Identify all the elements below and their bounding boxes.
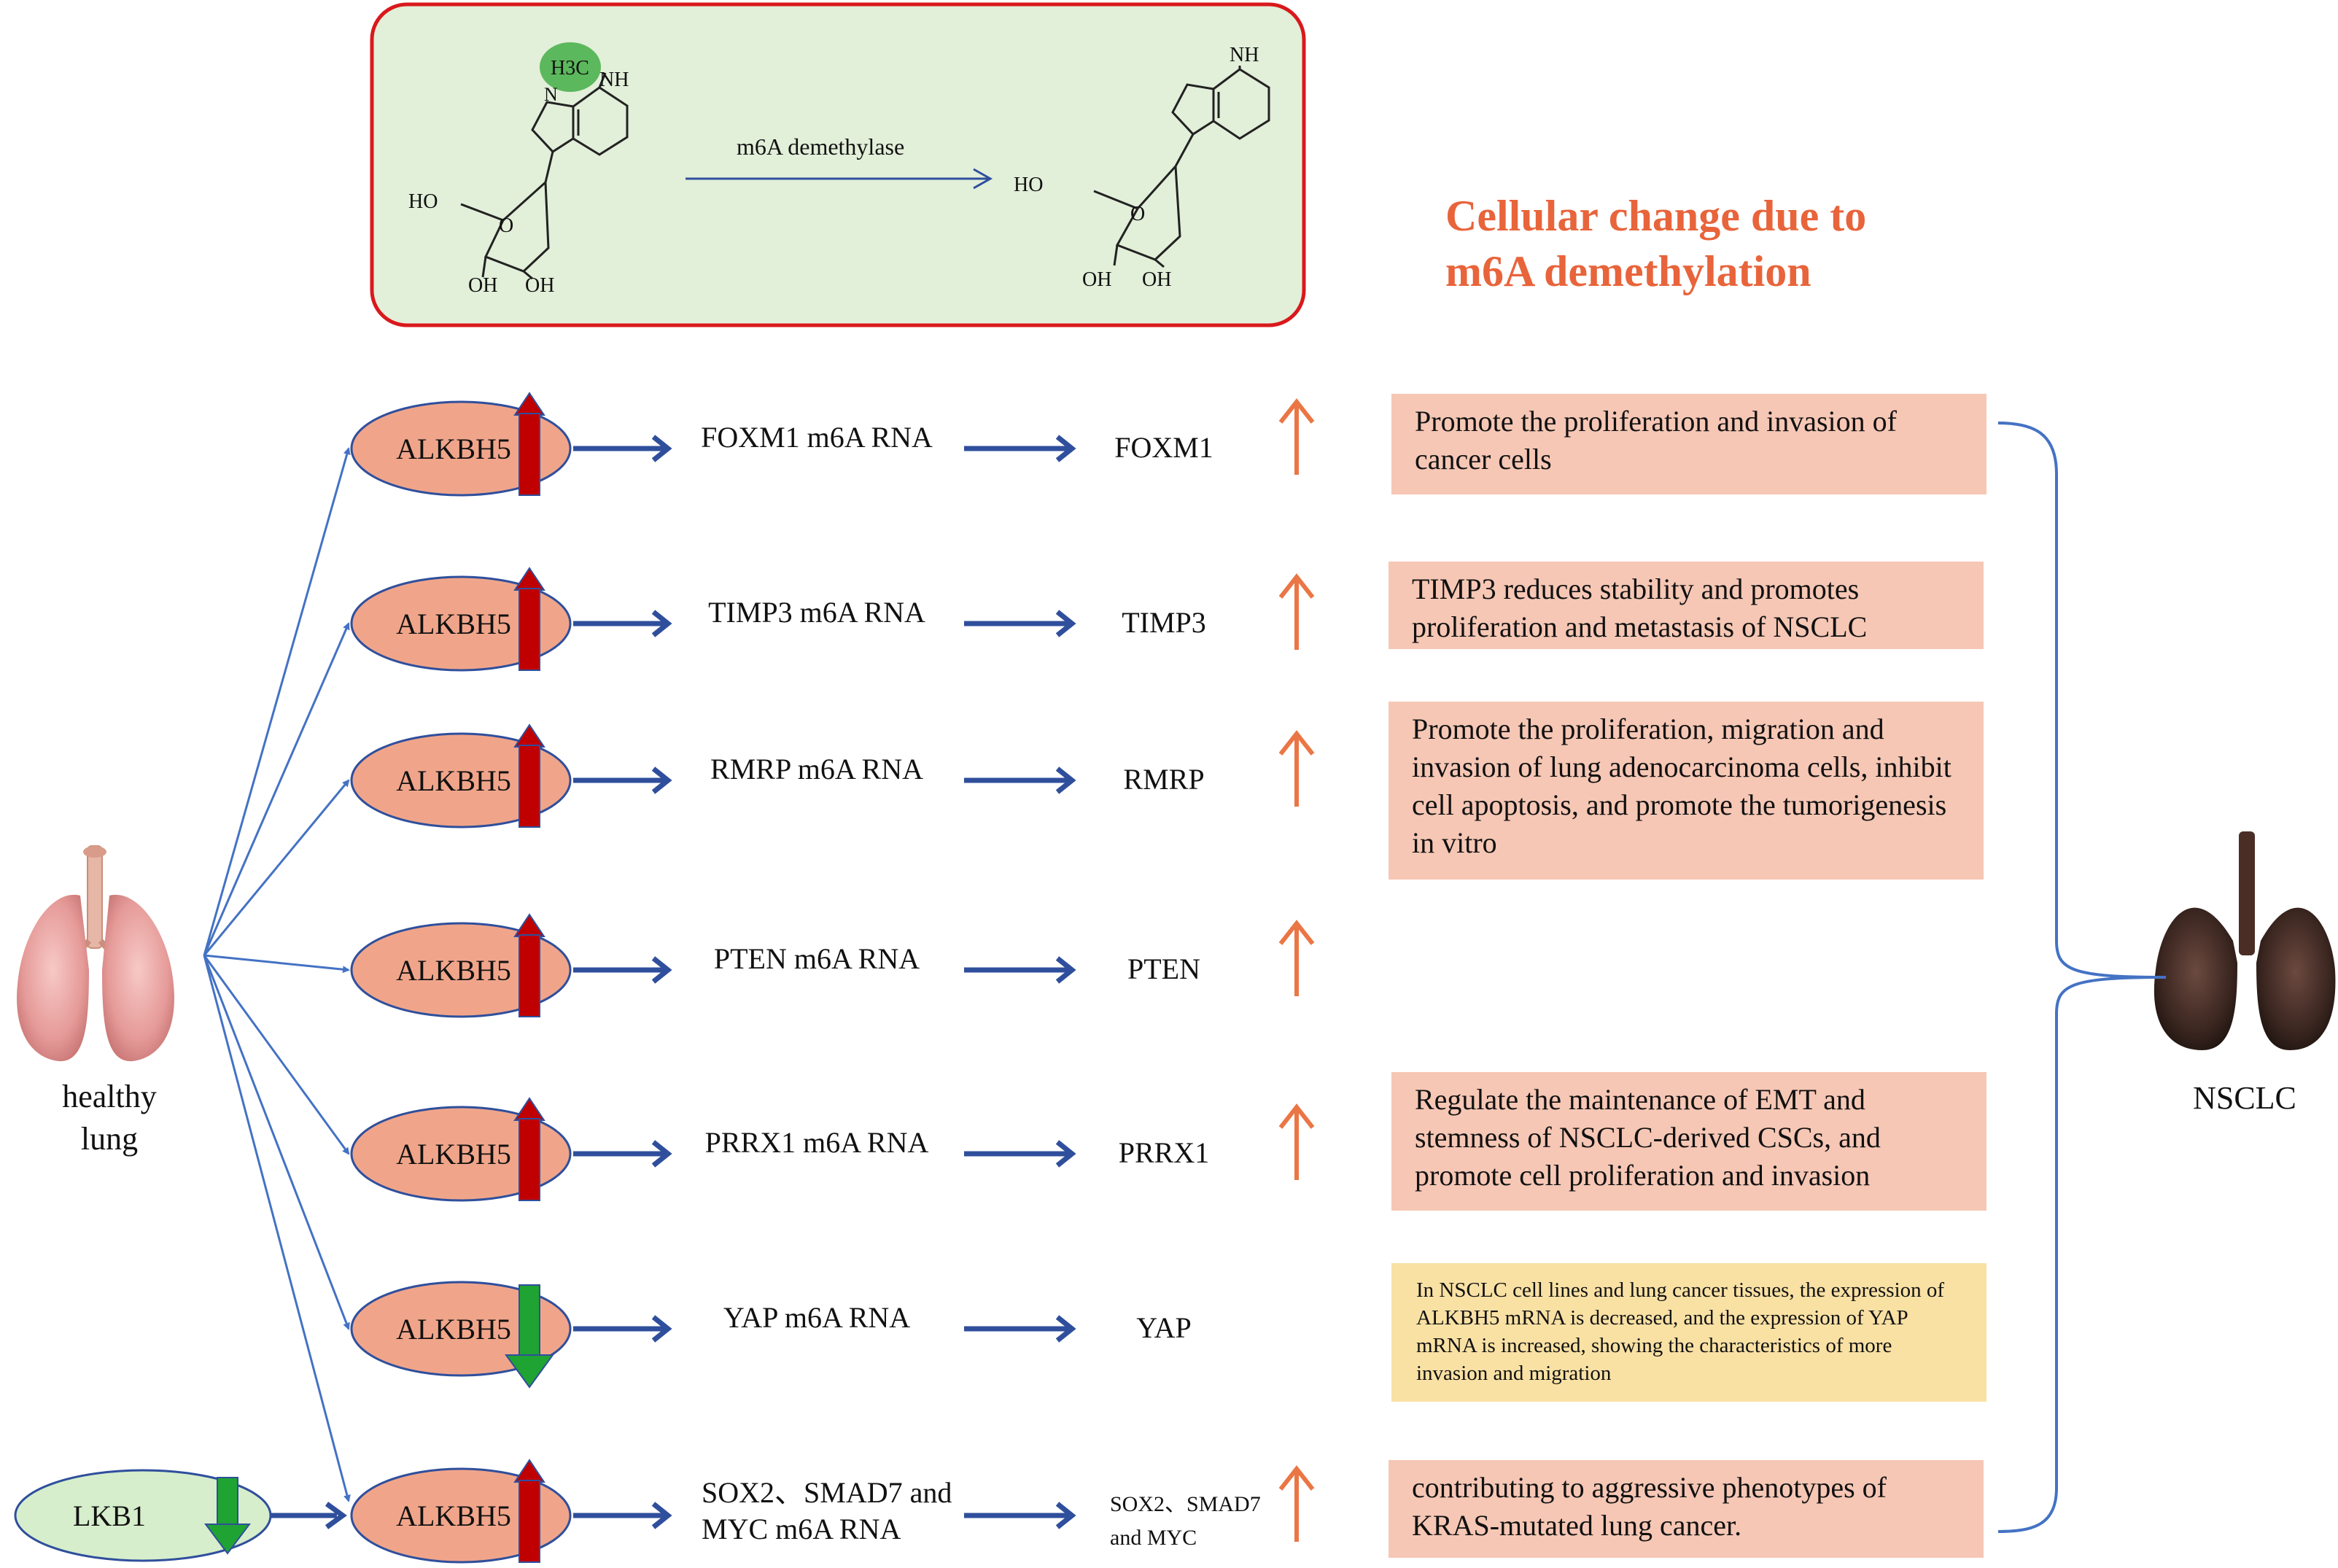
healthy-lung-label-line2: lung: [81, 1121, 138, 1157]
increase-arrow-icon: [1278, 730, 1315, 807]
up-arrow-icon: [513, 913, 545, 1017]
effect-box: Regulate the maintenance of EMT and stem…: [1391, 1072, 1986, 1211]
right-ho-label: HO: [1014, 174, 1043, 196]
effect-box: Promote the proliferation, migration and…: [1389, 702, 1984, 880]
alkbh5-node: [350, 1467, 572, 1564]
alkbh5-label: ALKBH5: [396, 1499, 511, 1532]
adenosine-structure: [1093, 66, 1270, 268]
rna-label: PRRX1 m6A RNA: [705, 1126, 929, 1159]
alkbh5-label: ALKBH5: [396, 608, 511, 640]
pathway-row: ALKBH5 RMRP m6A RNA RMRP: [350, 723, 1315, 828]
alkbh5-label: ALKBH5: [396, 432, 511, 465]
target-label: PTEN: [1127, 952, 1200, 985]
left-nh-label: NH: [599, 69, 629, 91]
n6-methyladenosine-structure: [460, 42, 629, 280]
alkbh5-node: [350, 922, 572, 1018]
title-line2: m6A demethylation: [1445, 247, 1811, 295]
title-line1: Cellular change due to: [1445, 192, 1867, 240]
alkbh5-label: ALKBH5: [396, 1138, 511, 1171]
increase-arrow-icon: [1278, 1103, 1315, 1180]
alkbh5-label: ALKBH5: [396, 1313, 511, 1346]
effect-box: In NSCLC cell lines and lung cancer tiss…: [1391, 1263, 1986, 1402]
branch-line: [203, 955, 350, 1155]
target-label: RMRP: [1123, 763, 1204, 796]
rna-label: YAP m6A RNA: [723, 1301, 910, 1334]
healthy-lung-label-line1: healthy: [62, 1079, 157, 1114]
target-label: TIMP3: [1122, 606, 1206, 639]
methyl-group-label: H3C: [551, 57, 589, 79]
pathway-row: ALKBH5 TIMP3 m6A RNA TIMP3: [350, 567, 1315, 672]
healthy-lung-icon: [17, 845, 174, 1062]
branch-line: [203, 779, 350, 956]
up-arrow-icon: [513, 1459, 545, 1563]
alkbh5-label: ALKBH5: [396, 764, 511, 797]
up-arrow-icon: [513, 567, 545, 671]
alkbh5-node: [350, 732, 572, 828]
alkbh5-node: [350, 1281, 572, 1377]
up-arrow-icon: [513, 723, 545, 828]
rna-label: MYC m6A RNA: [702, 1513, 901, 1545]
pathway-row: ALKBH5 YAP m6A RNA YAP: [350, 1281, 1192, 1389]
up-arrow-icon: [513, 392, 545, 496]
right-nh-label: NH: [1230, 44, 1259, 66]
left-n-label: N: [544, 84, 558, 105]
lkb1-node: LKB1: [14, 1469, 272, 1562]
right-oh2-label: OH: [1142, 268, 1171, 291]
rna-label: FOXM1 m6A RNA: [701, 421, 933, 454]
left-oh1-label: OH: [468, 274, 497, 297]
right-oh1-label: OH: [1082, 268, 1111, 291]
target-label: PRRX1: [1119, 1136, 1210, 1169]
left-oh2-label: OH: [525, 274, 554, 297]
right-o-label: O: [1130, 203, 1145, 225]
rna-label: SOX2、SMAD7 and: [702, 1476, 952, 1509]
diagram-title: Cellular change due to m6A demethylation: [1445, 188, 2000, 299]
alkbh5-node: [350, 400, 572, 497]
target-label: SOX2、SMAD7: [1110, 1492, 1261, 1516]
target-label: YAP: [1136, 1311, 1192, 1344]
increase-arrow-icon: [1278, 573, 1315, 650]
nsclc-lung-icon: [2153, 831, 2336, 1050]
effect-box: Promote the proliferation and invasion o…: [1391, 394, 1986, 494]
reaction-panel: H3C NH HO OH OH O N m6A demethylase NH H…: [370, 2, 1306, 327]
effect-box: contributing to aggressive phenotypes of…: [1389, 1460, 1984, 1558]
down-arrow-icon: [505, 1284, 554, 1389]
branch-line: [203, 955, 351, 1502]
branch-line: [203, 955, 350, 1330]
branch-line: [203, 954, 350, 974]
lkb1-label: LKB1: [73, 1499, 146, 1532]
pathway-row: ALKBH5 PTEN m6A RNA PTEN: [350, 913, 1315, 1018]
up-arrow-icon: [513, 1097, 545, 1201]
lkb1-down-arrow-icon: [204, 1477, 251, 1555]
increase-arrow-icon: [1278, 1465, 1315, 1542]
pathway-row: ALKBH5 PRRX1 m6A RNA PRRX1: [350, 1097, 1315, 1202]
branch-lines: [203, 447, 351, 1502]
target-label: and MYC: [1110, 1526, 1197, 1550]
branch-line: [203, 622, 350, 956]
increase-arrow-icon: [1278, 398, 1315, 475]
rna-label: PTEN m6A RNA: [714, 942, 920, 975]
alkbh5-node: [350, 1106, 572, 1202]
branch-line: [203, 447, 351, 956]
demethylase-label: m6A demethylase: [737, 133, 904, 160]
outcome-brace: [1997, 422, 2167, 1533]
effect-box: TIMP3 reduces stability and promotes pro…: [1389, 562, 1984, 649]
target-label: FOXM1: [1114, 431, 1213, 464]
nsclc-label: NSCLC: [2193, 1080, 2296, 1116]
rna-label: TIMP3 m6A RNA: [708, 596, 925, 629]
alkbh5-label: ALKBH5: [396, 954, 511, 987]
left-o-label: O: [499, 214, 513, 237]
increase-arrow-icon: [1278, 920, 1315, 996]
left-ho-label: HO: [408, 190, 438, 213]
pathway-row: ALKBH5 FOXM1 m6A RNA FOXM1: [350, 392, 1315, 497]
rna-label: RMRP m6A RNA: [710, 753, 923, 785]
alkbh5-node: [350, 575, 572, 672]
